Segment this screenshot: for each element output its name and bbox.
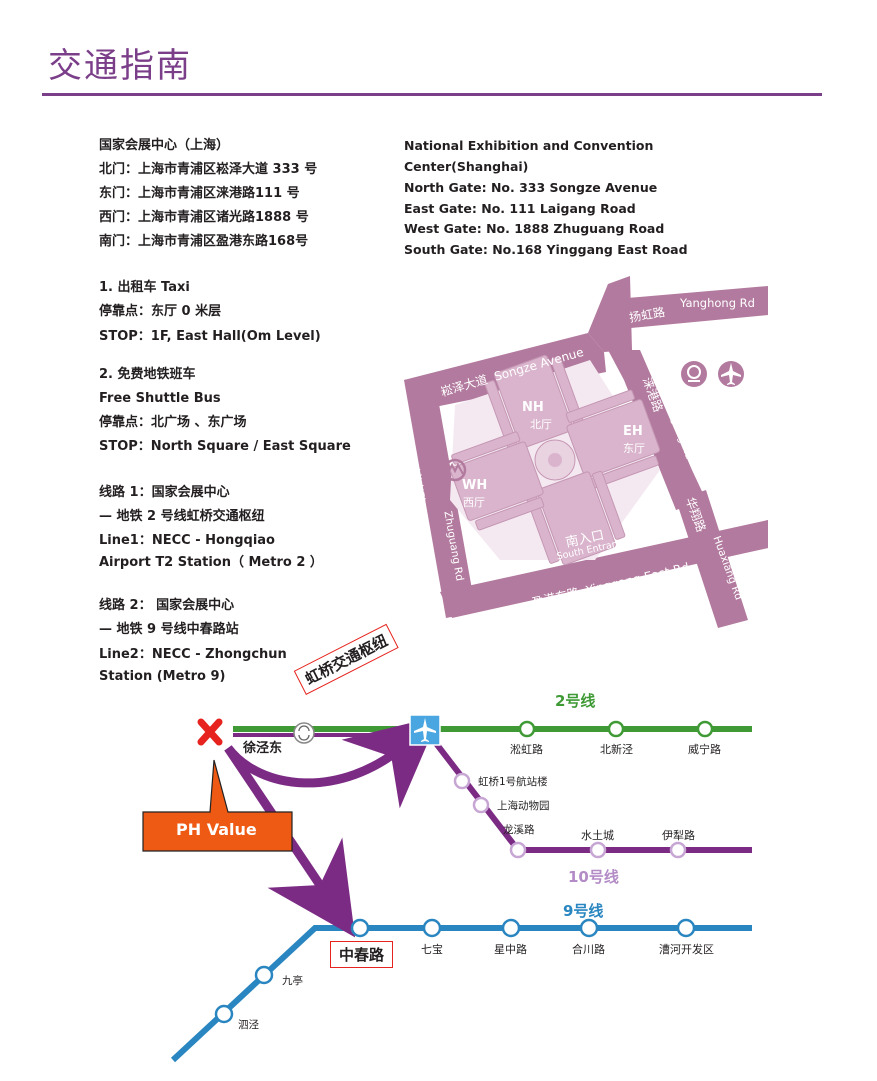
- station-zhongchunlu: [350, 918, 370, 938]
- station-hongqiao-t1: [453, 772, 471, 790]
- station-label-shuichengchu: 水土城: [581, 829, 614, 842]
- hall-nh-code: NH: [522, 400, 544, 415]
- yanghong-road-cn-label: 扬虹路: [628, 304, 667, 326]
- station-label-weininglu: 威宁路: [688, 743, 721, 756]
- station-label-caohejing: 漕河开发区: [659, 943, 714, 956]
- station-label-yililu: 伊犁路: [662, 829, 695, 842]
- line-9-name: 9号线: [563, 902, 604, 920]
- south-gate-en: South Gate: No.168 Yinggang East Road: [404, 242, 688, 257]
- zhuguang-road-cn-label: 诸光路: [407, 467, 428, 506]
- line2-en-2: Station (Metro 9): [99, 669, 226, 684]
- station-label-beixinjing: 北新泾: [600, 743, 633, 756]
- station-label-shanghai-zoo: 上海动物园: [497, 800, 550, 812]
- shuttle-stop-cn: 停靠点：北广场 、东广场: [99, 415, 247, 430]
- yanghong-road-en-label: Yanghong Rd: [680, 296, 755, 310]
- huaxiang-road-en-label: Huaxiang Rd: [710, 534, 745, 602]
- station-hechuanlu: [579, 918, 599, 938]
- yinggang-road-label: 盈港东路 Yinggang East Rd: [530, 560, 691, 610]
- station-shuichengchu: [589, 841, 607, 859]
- line2-cn-2: — 地铁 9 号线中春路站: [99, 622, 239, 637]
- venue-name-en-1: National Exhibition and Convention: [404, 138, 654, 153]
- station-longxilu: [509, 841, 527, 859]
- station-label-sijing: 泗泾: [238, 1019, 259, 1031]
- hall-eh-code: EH: [623, 424, 643, 439]
- station-label-zhongchunlu: 中春路: [330, 941, 394, 968]
- line1-cn-1: 线路 1：国家会展中心: [99, 485, 230, 500]
- hall-eh-name: 东厅: [623, 442, 645, 455]
- station-label-songhonglu: 淞虹路: [510, 743, 543, 756]
- station-label-hongqiao-t1: 虹桥1号航站楼: [478, 776, 548, 788]
- north-gate-en: North Gate: No. 333 Songze Avenue: [404, 180, 658, 195]
- hongqiao-hub-label: 虹桥交通枢纽: [293, 623, 399, 695]
- title-divider: [42, 93, 822, 96]
- west-gate-en: West Gate: No. 1888 Zhuguang Road: [404, 221, 665, 236]
- taxi-title: 1. 出租车 Taxi: [99, 280, 190, 295]
- taxi-stop-en: STOP：1F, East Hall(Om Level): [99, 329, 321, 344]
- line2-cn-1: 线路 2： 国家会展中心: [99, 598, 235, 613]
- huaxiang-road-cn-label: 华翔路: [682, 495, 709, 534]
- station-songhonglu: [518, 720, 536, 738]
- east-gate-cn: 东门：上海市青浦区涞港路111 号: [99, 186, 300, 201]
- east-gate-en: East Gate: No. 111 Laigang Road: [404, 201, 636, 216]
- line-10-name: 10号线: [568, 868, 619, 886]
- north-gate-cn: 北门：上海市青浦区崧泽大道 333 号: [99, 162, 318, 177]
- line1-cn-2: — 地铁 2 号线虹桥交通枢纽: [99, 509, 265, 524]
- station-caohejing: [676, 918, 696, 938]
- station-sijing: [214, 1004, 234, 1024]
- site-ground: [450, 360, 660, 560]
- station-yililu: [669, 841, 687, 859]
- station-jiuting: [254, 965, 274, 985]
- station-weininglu: [696, 720, 714, 738]
- laigang-road-cn-label: 涞港路: [639, 375, 666, 414]
- west-gate-cn: 西门：上海市青浦区诸光路1888 号: [99, 210, 309, 225]
- shuttle-stop-en: STOP：North Square / East Square: [99, 439, 351, 454]
- xujingdong-label: 徐泾东: [243, 741, 283, 756]
- zhuguang-road-en-label: Zhuguang Rd: [441, 510, 466, 582]
- station-label-longxilu: 龙溪路: [503, 824, 535, 836]
- line1-en-1: Line1：NECC - Hongqiao: [99, 533, 275, 548]
- line2-en-1: Line2：NECC - Zhongchun: [99, 647, 287, 662]
- shuttle-title-cn: 2. 免费地铁班车: [99, 367, 196, 382]
- taxi-stop-cn: 停靠点：东厅 0 米层: [99, 304, 222, 319]
- train-icon: [681, 361, 707, 387]
- songze-road-label: 崧泽大道 Songze Avenue: [439, 344, 586, 400]
- station-qibao: [422, 918, 442, 938]
- origin-marker-icon: [197, 718, 223, 746]
- ph-value-label: PH Value: [176, 820, 257, 839]
- station-beixinjing: [607, 720, 625, 738]
- shuttle-title-en: Free Shuttle Bus: [99, 391, 221, 406]
- hall-west: [449, 431, 545, 531]
- airplane-icon: [718, 361, 744, 387]
- station-shanghai-zoo: [472, 796, 490, 814]
- venue-name-cn: 国家会展中心（上海）: [99, 138, 230, 153]
- line-2-name: 2号线: [555, 692, 596, 710]
- hall-wh-name: 西厅: [463, 496, 485, 509]
- station-label-xingzhonglu: 星中路: [494, 943, 527, 956]
- xujingdong-station: [293, 722, 315, 744]
- plaza-center: [548, 453, 562, 467]
- south-gate-cn: 南门：上海市青浦区盈港东路168号: [99, 234, 309, 249]
- hongqiao-hub-airplane-icon: [409, 714, 441, 746]
- north-connector-road: [588, 276, 632, 352]
- station-xingzhonglu: [501, 918, 521, 938]
- central-plaza: [534, 439, 576, 481]
- station-label-hechuanlu: 合川路: [572, 943, 605, 956]
- station-label-qibao: 七宝: [421, 943, 443, 956]
- hall-nh-name: 北厅: [530, 418, 552, 431]
- venue-name-en-2: Center(Shanghai): [404, 159, 529, 174]
- station-label-jiuting: 九亭: [282, 975, 303, 987]
- metro-logo-icon: [443, 458, 467, 482]
- page-title: 交通指南: [48, 46, 192, 86]
- hall-wh-code: WH: [462, 478, 488, 493]
- line1-en-2: Airport T2 Station（ Metro 2 ）: [99, 555, 323, 570]
- laigang-road-en-label: Laigang Rd: [663, 401, 696, 461]
